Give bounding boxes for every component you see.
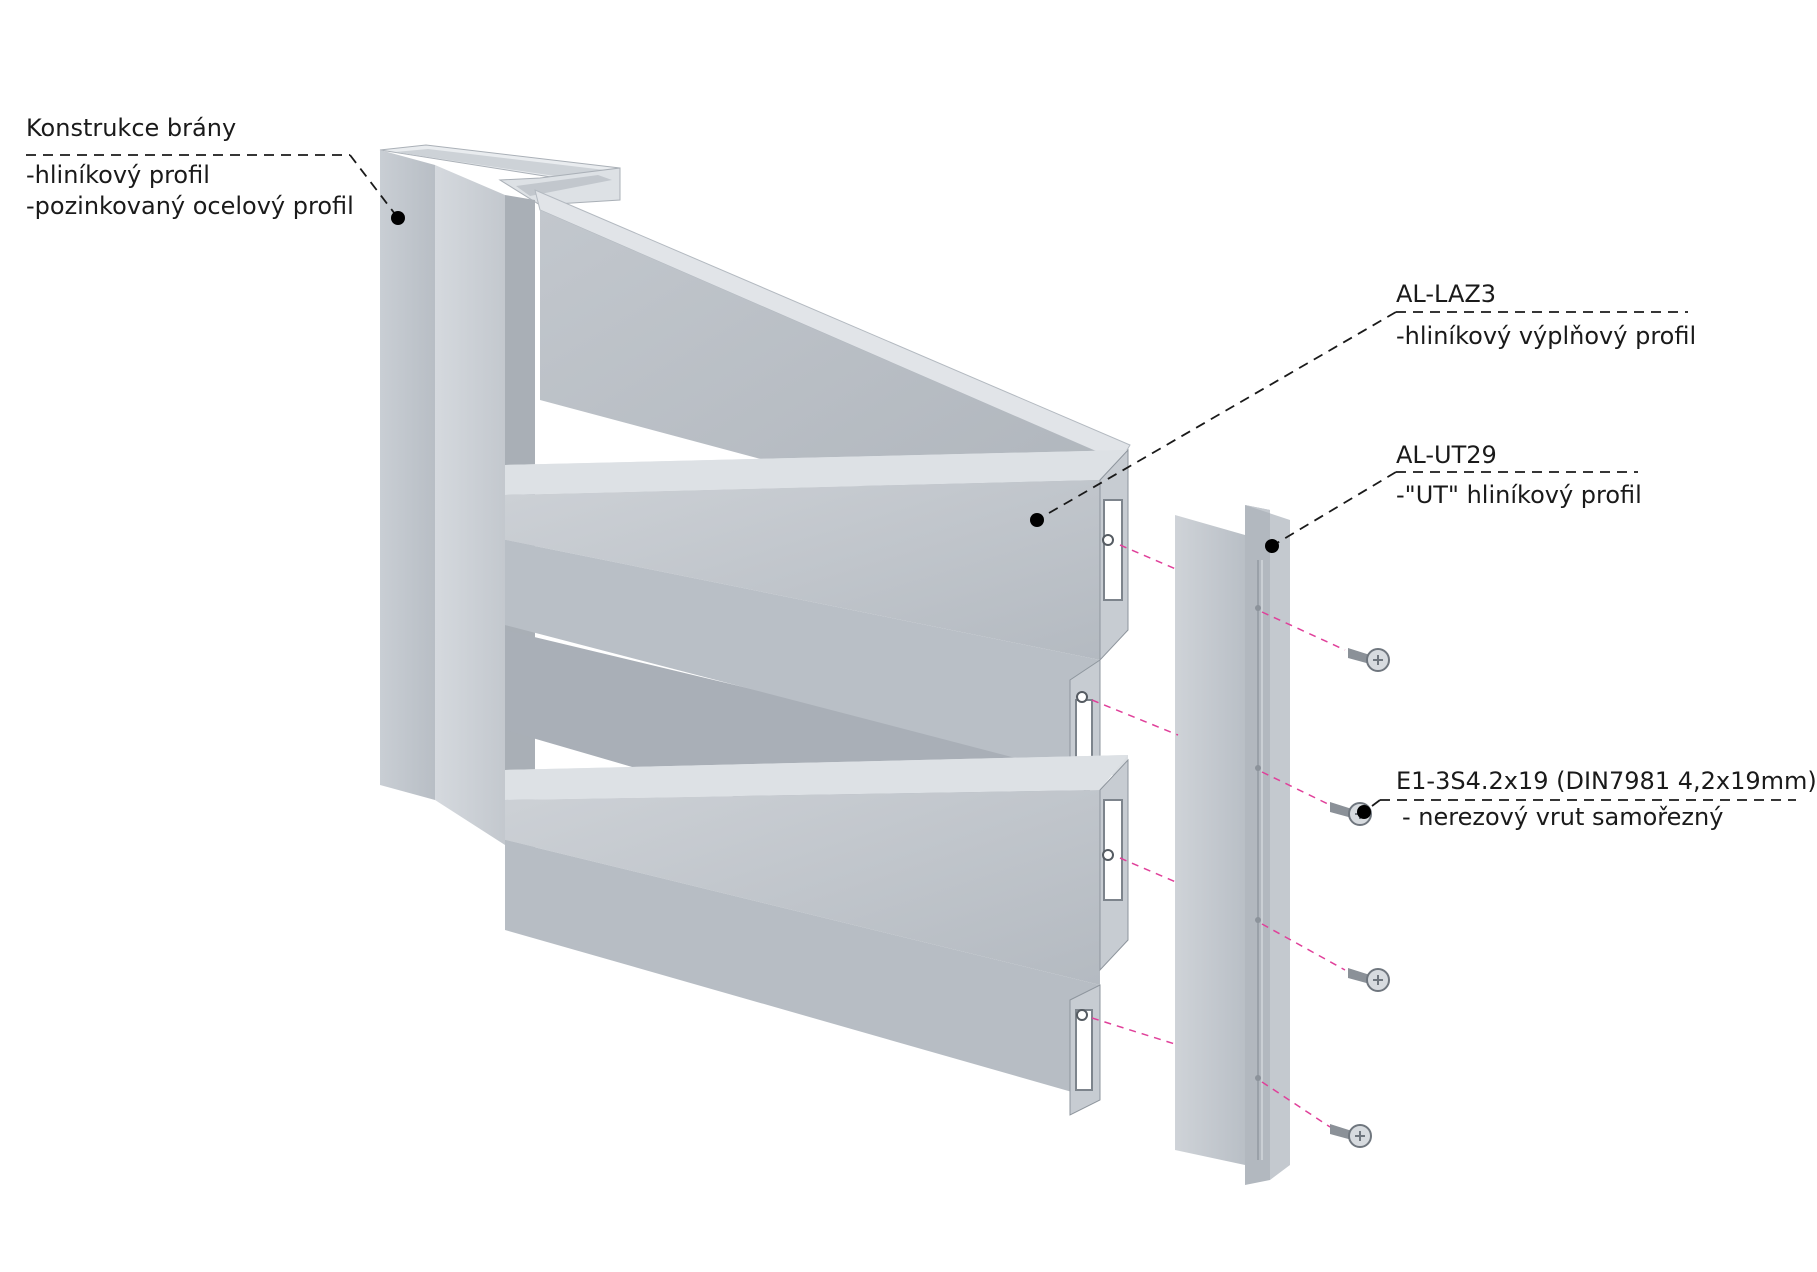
screw-1	[1348, 648, 1390, 672]
ut29-title: AL-UT29	[1396, 441, 1497, 469]
screw-title: E1-3S4.2x19 (DIN7981 4,2x19mm)	[1396, 767, 1817, 795]
assembly-guide-lines	[1091, 544, 1346, 1128]
laz3-title: AL-LAZ3	[1396, 280, 1497, 308]
ut29-description: -"UT" hliníkový profil	[1396, 481, 1642, 509]
gate-structure-callout: Konstrukce brány -hliníkový profil -pozi…	[26, 112, 354, 222]
ut29-marker-dot	[1265, 539, 1279, 553]
gate-structure-line-1: -hliníkový profil	[26, 161, 210, 189]
gate-structure-title: Konstrukce brány	[26, 114, 237, 142]
laz3-description: -hliníkový výplňový profil	[1396, 322, 1697, 350]
screw-description: - nerezový vrut samořezný	[1402, 803, 1724, 831]
gate-structure-line-2: -pozinkovaný ocelový profil	[26, 192, 354, 220]
leader-lines	[26, 154, 1796, 813]
laz3-callout: AL-LAZ3 -hliníkový výplňový profil	[1396, 278, 1696, 352]
screw-callout: E1-3S4.2x19 (DIN7981 4,2x19mm) - nerezov…	[1396, 765, 1817, 833]
fill-profile-slat-1	[505, 448, 1129, 662]
ut29-callout: AL-UT29 -"UT" hliníkový profil	[1396, 439, 1642, 511]
ut-profile	[1175, 505, 1290, 1185]
fill-profile-slat-3	[505, 755, 1129, 985]
laz3-marker-dot	[1030, 513, 1044, 527]
screw-4	[1330, 1124, 1372, 1148]
screw-marker-dot	[1357, 805, 1371, 819]
screw-3	[1348, 968, 1390, 992]
gate-marker-dot	[391, 211, 405, 225]
